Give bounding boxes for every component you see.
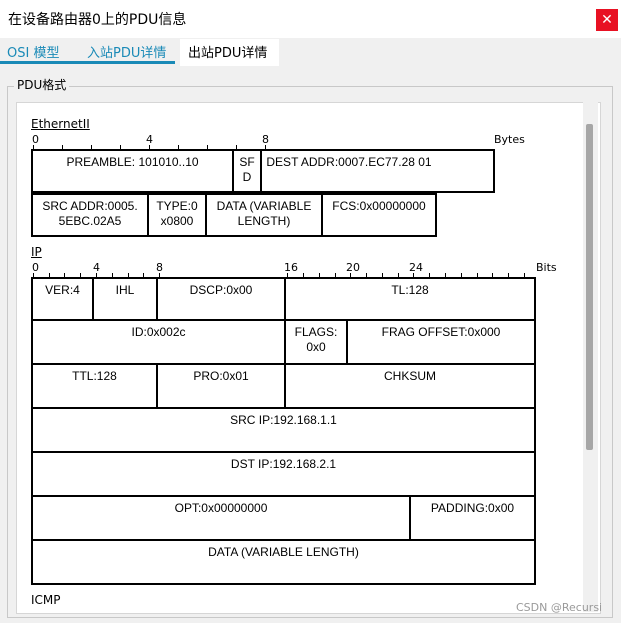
ruler-tick: [461, 273, 462, 279]
close-icon: ✕: [601, 12, 613, 28]
ruler-label: 16: [284, 261, 298, 274]
ruler-tick: [33, 145, 34, 151]
ruler-tick: [319, 273, 320, 279]
ver-field[interactable]: VER:4: [31, 277, 94, 321]
ip-data-field[interactable]: DATA (VARIABLE LENGTH): [31, 539, 536, 585]
window-title: 在设备路由器0上的PDU信息: [8, 12, 187, 28]
tab-underline: [0, 61, 175, 64]
frag-offset-field[interactable]: FRAG OFFSET:0x000: [346, 319, 536, 365]
ruler-tick: [112, 273, 113, 279]
dscp-field[interactable]: DSCP:0x00: [156, 277, 286, 321]
ruler-tick: [91, 145, 92, 151]
ruler-tick: [382, 273, 383, 279]
ruler-label: 0: [32, 133, 39, 146]
checksum-field[interactable]: CHKSUM: [284, 363, 536, 409]
ruler-label: 8: [262, 133, 269, 146]
fcs-field[interactable]: FCS:0x00000000: [321, 193, 437, 237]
title-bar: 在设备路由器0上的PDU信息 ✕: [0, 0, 621, 38]
ruler-tick: [62, 145, 63, 151]
ttl-field[interactable]: TTL:128: [31, 363, 158, 409]
ruler-tick: [492, 273, 493, 279]
protocol-field[interactable]: PRO:0x01: [156, 363, 286, 409]
ruler-tick: [64, 273, 65, 279]
ruler-tick: [335, 273, 336, 279]
ruler-tick: [159, 273, 160, 279]
sfd-field[interactable]: SF D: [232, 149, 262, 193]
type-field[interactable]: TYPE:0 x0800: [147, 193, 207, 237]
flags-field[interactable]: FLAGS: 0x0: [284, 319, 348, 365]
pdu-content-pane[interactable]: EthernetII 0 4 8 Bytes PREAMBLE: 101010.…: [16, 102, 601, 614]
ruler-tick: [207, 145, 208, 151]
dest-addr-cont-field[interactable]: [436, 149, 495, 193]
preamble-field[interactable]: PREAMBLE: 101010..10: [31, 149, 234, 193]
ruler-tick: [80, 273, 81, 279]
ruler-label: 4: [146, 133, 153, 146]
ruler-label: 8: [156, 261, 163, 274]
ruler-tick: [96, 273, 97, 279]
ruler-unit: Bits: [536, 261, 557, 274]
padding-field[interactable]: PADDING:0x00: [409, 495, 536, 541]
ruler-tick: [143, 273, 144, 279]
id-field[interactable]: ID:0x002c: [31, 319, 286, 365]
pdu-format-group: [7, 86, 613, 618]
src-addr-field[interactable]: SRC ADDR:0005. 5EBC.02A5: [31, 193, 149, 237]
tab-bar: OSI 模型 入站PDU详情 出站PDU详情: [0, 38, 621, 66]
ruler-label: 0: [32, 261, 39, 274]
icmp-title[interactable]: ICMP: [31, 593, 61, 607]
tab-outbound-pdu[interactable]: 出站PDU详情: [180, 39, 280, 66]
ruler-tick: [398, 273, 399, 279]
ruler-tick: [508, 273, 509, 279]
ruler-tick: [366, 273, 367, 279]
dest-addr-field[interactable]: DEST ADDR:0007.EC77.28 01: [260, 149, 438, 193]
ruler-tick: [120, 145, 121, 151]
ruler-tick: [477, 273, 478, 279]
ruler-tick: [128, 273, 129, 279]
tab-osi-model[interactable]: OSI 模型: [7, 46, 60, 61]
ruler-tick: [445, 273, 446, 279]
close-button[interactable]: ✕: [596, 9, 618, 31]
ruler-tick: [413, 273, 414, 279]
tab-inbound-pdu[interactable]: 入站PDU详情: [87, 46, 167, 61]
ruler-tick: [236, 145, 237, 151]
options-field[interactable]: OPT:0x00000000: [31, 495, 411, 541]
watermark: CSDN @Recursi: [516, 601, 603, 614]
scrollbar-thumb[interactable]: [586, 124, 593, 450]
ruler-unit: Bytes: [494, 133, 525, 146]
ruler-label: 4: [93, 261, 100, 274]
ruler-tick: [33, 273, 34, 279]
ruler-tick: [265, 145, 266, 151]
ip-title[interactable]: IP: [31, 245, 42, 259]
pdu-format-label: PDU格式: [14, 76, 70, 93]
total-length-field[interactable]: TL:128: [284, 277, 536, 321]
dst-ip-field[interactable]: DST IP:192.168.2.1: [31, 451, 536, 497]
ruler-tick: [350, 273, 351, 279]
ruler-tick: [303, 273, 304, 279]
src-ip-field[interactable]: SRC IP:192.168.1.1: [31, 407, 536, 453]
ruler-tick: [178, 145, 179, 151]
ruler-tick: [287, 273, 288, 279]
ruler-label: 20: [346, 261, 360, 274]
ruler-tick: [149, 145, 150, 151]
ihl-field[interactable]: IHL: [92, 277, 158, 321]
ruler-tick: [49, 273, 50, 279]
data-field[interactable]: DATA (VARIABLE LENGTH): [205, 193, 323, 237]
ruler-tick: [429, 273, 430, 279]
ruler-label: 24: [409, 261, 423, 274]
ethernet-title[interactable]: EthernetII: [31, 117, 90, 131]
ruler-tick: [524, 273, 525, 279]
